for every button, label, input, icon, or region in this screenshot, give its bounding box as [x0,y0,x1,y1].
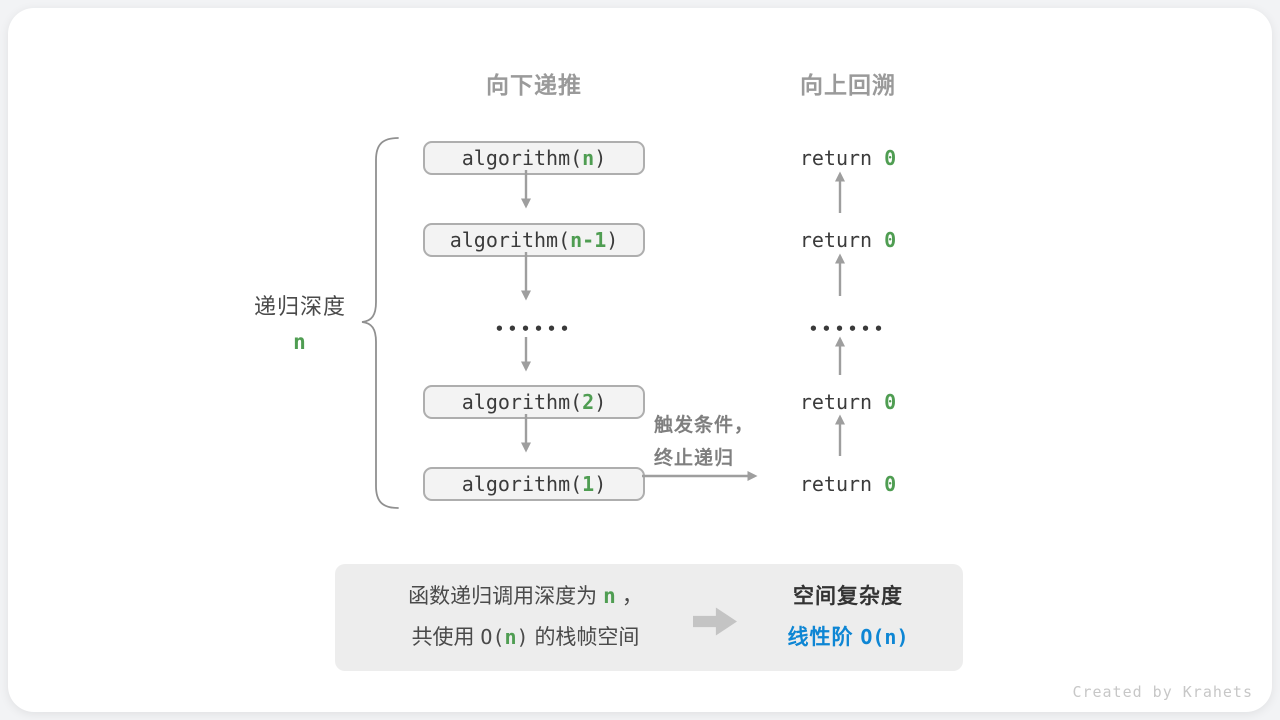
return-value: 0 [884,472,897,496]
return-row-4: return 0 [738,467,958,501]
call-frame-n: algorithm(n) [423,141,645,175]
return-value: 0 [884,228,897,252]
summary-var-n: n [603,584,616,608]
recurse-column-header: 向下递推 [486,72,582,98]
call-frame-1: algorithm(1) [423,467,645,501]
return-row-3: return 0 [738,385,958,419]
trigger-line2: 终止递归 [654,448,735,469]
return-keyword: return [799,146,873,170]
call-frame-n-1: algorithm(n-1) [423,223,645,257]
complexity-grade: 线性阶 [787,626,861,649]
summary-text: 的栈帧空间 [534,626,640,649]
recursion-depth-text: 递归深度 [253,294,346,319]
frame-arg: 1 [582,472,595,496]
summary-right-text: 空间复杂度 线性阶 O(n) [747,576,949,658]
big-o-var: n [504,625,517,649]
frame-text: ) [594,390,607,414]
return-value: 0 [884,390,897,414]
frame-text: algorithm( [461,472,583,496]
trigger-condition-label: 触发条件， 终止递归 [654,409,754,475]
return-keyword: return [799,472,873,496]
frame-text: algorithm( [461,390,583,414]
summary-left-line2: 共使用 O(n) 的栈帧空间 [353,617,698,658]
big-o-open: O( [480,625,505,649]
return-keyword: return [799,228,873,252]
frame-text: ) [594,472,607,496]
return-value: 0 [884,146,897,170]
frame-text: ) [594,146,607,170]
implies-arrow-icon [693,607,737,636]
big-o-close: ) [516,625,529,649]
frame-text: algorithm( [449,228,571,252]
backtrack-ellipsis: •••••• [808,320,888,338]
summary-text: ， [621,585,643,608]
depth-brace-icon [361,137,399,509]
complexity-bigo: O(n) [860,625,909,649]
backtrack-column-header: 向上回溯 [800,72,896,98]
frame-text: algorithm( [461,146,583,170]
frame-text: ) [606,228,619,252]
return-keyword: return [799,390,873,414]
space-complexity-title: 空间复杂度 [793,585,903,608]
return-row-2: return 0 [738,223,958,257]
recurse-ellipsis: •••••• [494,320,574,338]
frame-arg: 2 [582,390,595,414]
frame-arg: n [582,146,595,170]
recursion-depth-label: 递归深度 n [225,289,375,354]
credit-text: Created by Krahets [1072,683,1253,701]
call-frame-2: algorithm(2) [423,385,645,419]
frame-arg: n-1 [570,228,607,252]
trigger-line1: 触发条件， [654,415,755,436]
summary-text: 共使用 [411,626,475,649]
return-row-1: return 0 [738,141,958,175]
summary-text: 函数递归调用深度为 [408,585,598,608]
recursion-depth-variable: n [293,330,307,354]
diagram-card: 向下递推 向上回溯 递归深度 n algorithm(n) algorithm(… [8,8,1272,712]
space-complexity-value: 线性阶 O(n) [747,617,949,658]
